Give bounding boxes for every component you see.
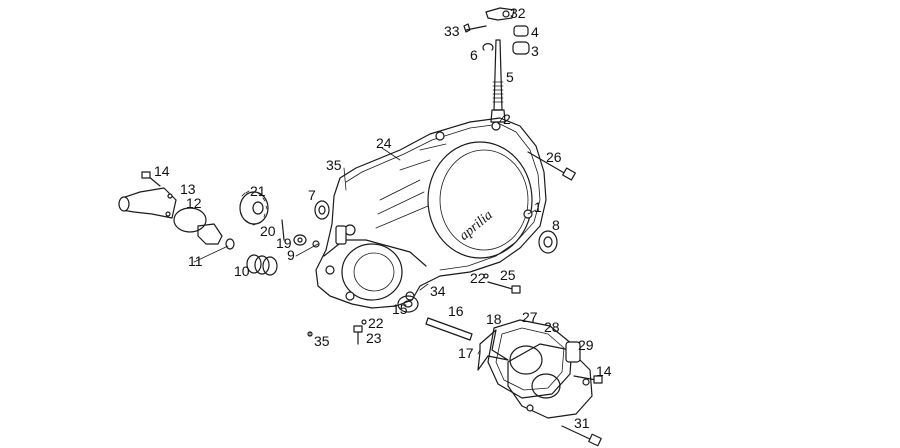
callout-7: 7	[308, 187, 316, 203]
callout-4: 4	[531, 24, 539, 40]
callout-5: 5	[506, 69, 514, 85]
callout-22: 22	[470, 270, 486, 286]
leader-lines	[193, 115, 537, 355]
kickstart-shaft-assembly	[463, 7, 530, 123]
callout-17: 17	[458, 345, 474, 361]
callout-26: 26	[546, 149, 562, 165]
callout-29: 29	[578, 337, 594, 353]
callout-19: 19	[276, 235, 292, 251]
callout-18: 18	[486, 311, 502, 327]
callout-34: 34	[430, 283, 446, 299]
callout-6: 6	[470, 47, 478, 63]
callout-35b: 35	[314, 333, 330, 349]
callout-13: 13	[180, 181, 196, 197]
callout-24: 24	[376, 135, 392, 151]
brand-mark: aprilia	[457, 208, 496, 244]
callout-25: 25	[500, 267, 516, 283]
callout-8: 8	[552, 217, 560, 233]
callout-14b: 14	[596, 363, 612, 379]
callout-15: 15	[392, 301, 408, 317]
callout-11: 11	[188, 253, 203, 269]
left-parts	[118, 171, 330, 276]
callout-28: 28	[544, 319, 560, 335]
callout-31: 31	[574, 415, 590, 431]
callout-10: 10	[234, 263, 250, 279]
callout-16: 16	[448, 303, 464, 319]
callout-numbers: 1 2 3 4 5 6 7 8 9 10 11 12 13 14 14 15 1…	[154, 5, 612, 431]
callout-20: 20	[260, 223, 276, 239]
callout-32: 32	[510, 5, 526, 21]
callout-3: 3	[531, 43, 539, 59]
callout-1: 1	[534, 199, 542, 215]
callout-21: 21	[250, 183, 266, 199]
callout-27: 27	[522, 309, 538, 325]
right-parts	[483, 151, 576, 294]
callout-14: 14	[154, 163, 170, 179]
callout-35: 35	[326, 157, 342, 173]
callout-22b: 22	[368, 315, 384, 331]
callout-12: 12	[186, 195, 202, 211]
callout-23: 23	[366, 330, 382, 346]
callout-2: 2	[503, 111, 511, 127]
callout-9: 9	[287, 247, 295, 263]
callout-33: 33	[444, 23, 460, 39]
lower-parts	[307, 295, 603, 447]
